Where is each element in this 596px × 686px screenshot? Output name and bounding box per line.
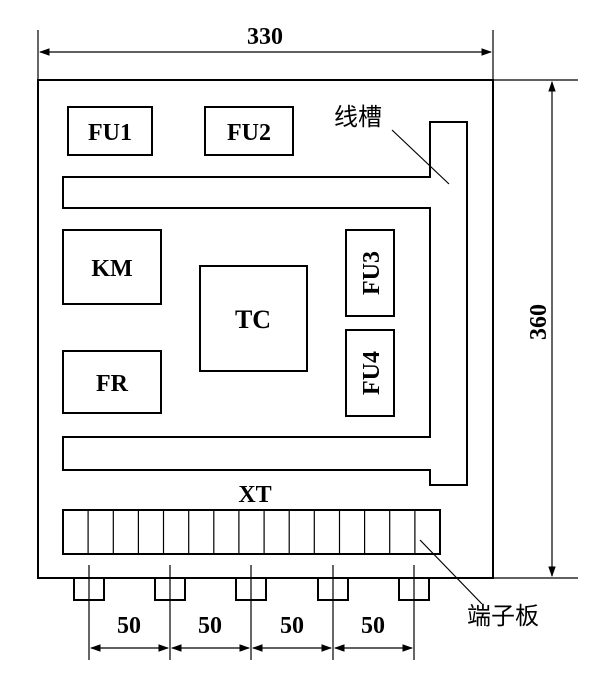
fu1-fuse: FU1 xyxy=(67,106,153,156)
fu3-label: FU3 xyxy=(359,251,385,295)
spacing-label: 50 xyxy=(117,613,141,639)
width-dimension: 330 xyxy=(37,24,494,80)
spacing-label: 50 xyxy=(198,613,222,639)
km-label: KM xyxy=(91,256,132,282)
fr-relay: FR xyxy=(62,350,162,414)
xt-label: XT xyxy=(238,482,271,508)
km-contactor: KM xyxy=(62,229,162,305)
fr-label: FR xyxy=(96,371,129,397)
wire-duct xyxy=(62,121,468,486)
fu3-fuse: FU3 xyxy=(345,229,395,317)
fu2-fuse: FU2 xyxy=(204,106,294,156)
fu1-label: FU1 xyxy=(88,120,132,146)
terminal-board-annotation: 端子板 xyxy=(419,539,539,630)
wire-duct-annotation: 线槽 xyxy=(334,103,450,185)
fu2-label: FU2 xyxy=(227,120,271,146)
tc-transformer: TC xyxy=(199,265,308,372)
fu4-fuse: FU4 xyxy=(345,329,395,417)
spacing-dimensions: 50 50 50 50 xyxy=(88,565,415,660)
wire-duct-label: 线槽 xyxy=(334,103,382,131)
terminal-board-label: 端子板 xyxy=(467,602,539,630)
fu4-label: FU4 xyxy=(359,351,385,395)
terminal-block xyxy=(62,509,441,555)
tc-label: TC xyxy=(235,305,271,334)
spacing-label: 50 xyxy=(280,613,304,639)
width-dimension-label: 330 xyxy=(247,24,283,50)
height-dimension-label: 360 xyxy=(526,304,552,340)
spacing-label: 50 xyxy=(361,613,385,639)
height-dimension: 360 xyxy=(493,79,578,579)
